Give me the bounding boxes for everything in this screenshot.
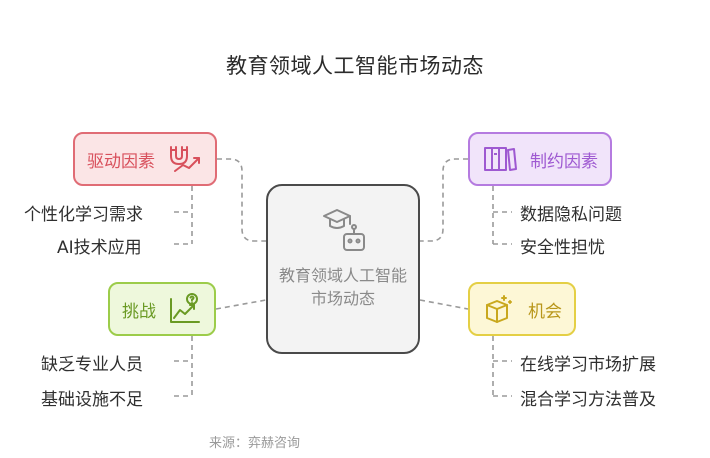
graduate-robot-icon xyxy=(323,209,365,251)
drivers-label: 驱动因素 xyxy=(87,151,155,172)
drivers-box: 驱动因素 xyxy=(73,132,217,186)
chart-question-icon xyxy=(170,293,200,323)
center-node: 教育领域人工智能市场动态 xyxy=(266,184,420,354)
magnet-trend-icon xyxy=(170,146,200,172)
challenges-label: 挑战 xyxy=(122,301,156,322)
drivers-item-1: 个性化学习需求 xyxy=(24,205,143,225)
drivers-item-2: AI技术应用 xyxy=(57,238,142,258)
challenges-box: 挑战 xyxy=(108,282,216,336)
opportunities-box: 机会 xyxy=(468,282,576,336)
constraints-item-2: 安全性担忧 xyxy=(520,238,605,258)
opportunities-item-1: 在线学习市场扩展 xyxy=(520,355,656,375)
constraints-box: 制约因素 xyxy=(468,132,612,186)
books-icon xyxy=(484,147,517,171)
source-note: 来源：弈赫咨询 xyxy=(209,436,301,451)
opportunities-label: 机会 xyxy=(528,301,562,322)
constraints-label: 制约因素 xyxy=(530,151,598,172)
challenges-item-1: 缺乏专业人员 xyxy=(41,355,143,375)
challenges-item-2: 基础设施不足 xyxy=(41,390,143,410)
diagram-title: 教育领域人工智能市场动态 xyxy=(226,54,484,78)
center-label: 教育领域人工智能市场动态 xyxy=(278,266,407,308)
box-sparkle-icon xyxy=(486,295,512,323)
opportunities-item-2: 混合学习方法普及 xyxy=(520,390,656,410)
constraints-item-1: 数据隐私问题 xyxy=(520,205,622,225)
